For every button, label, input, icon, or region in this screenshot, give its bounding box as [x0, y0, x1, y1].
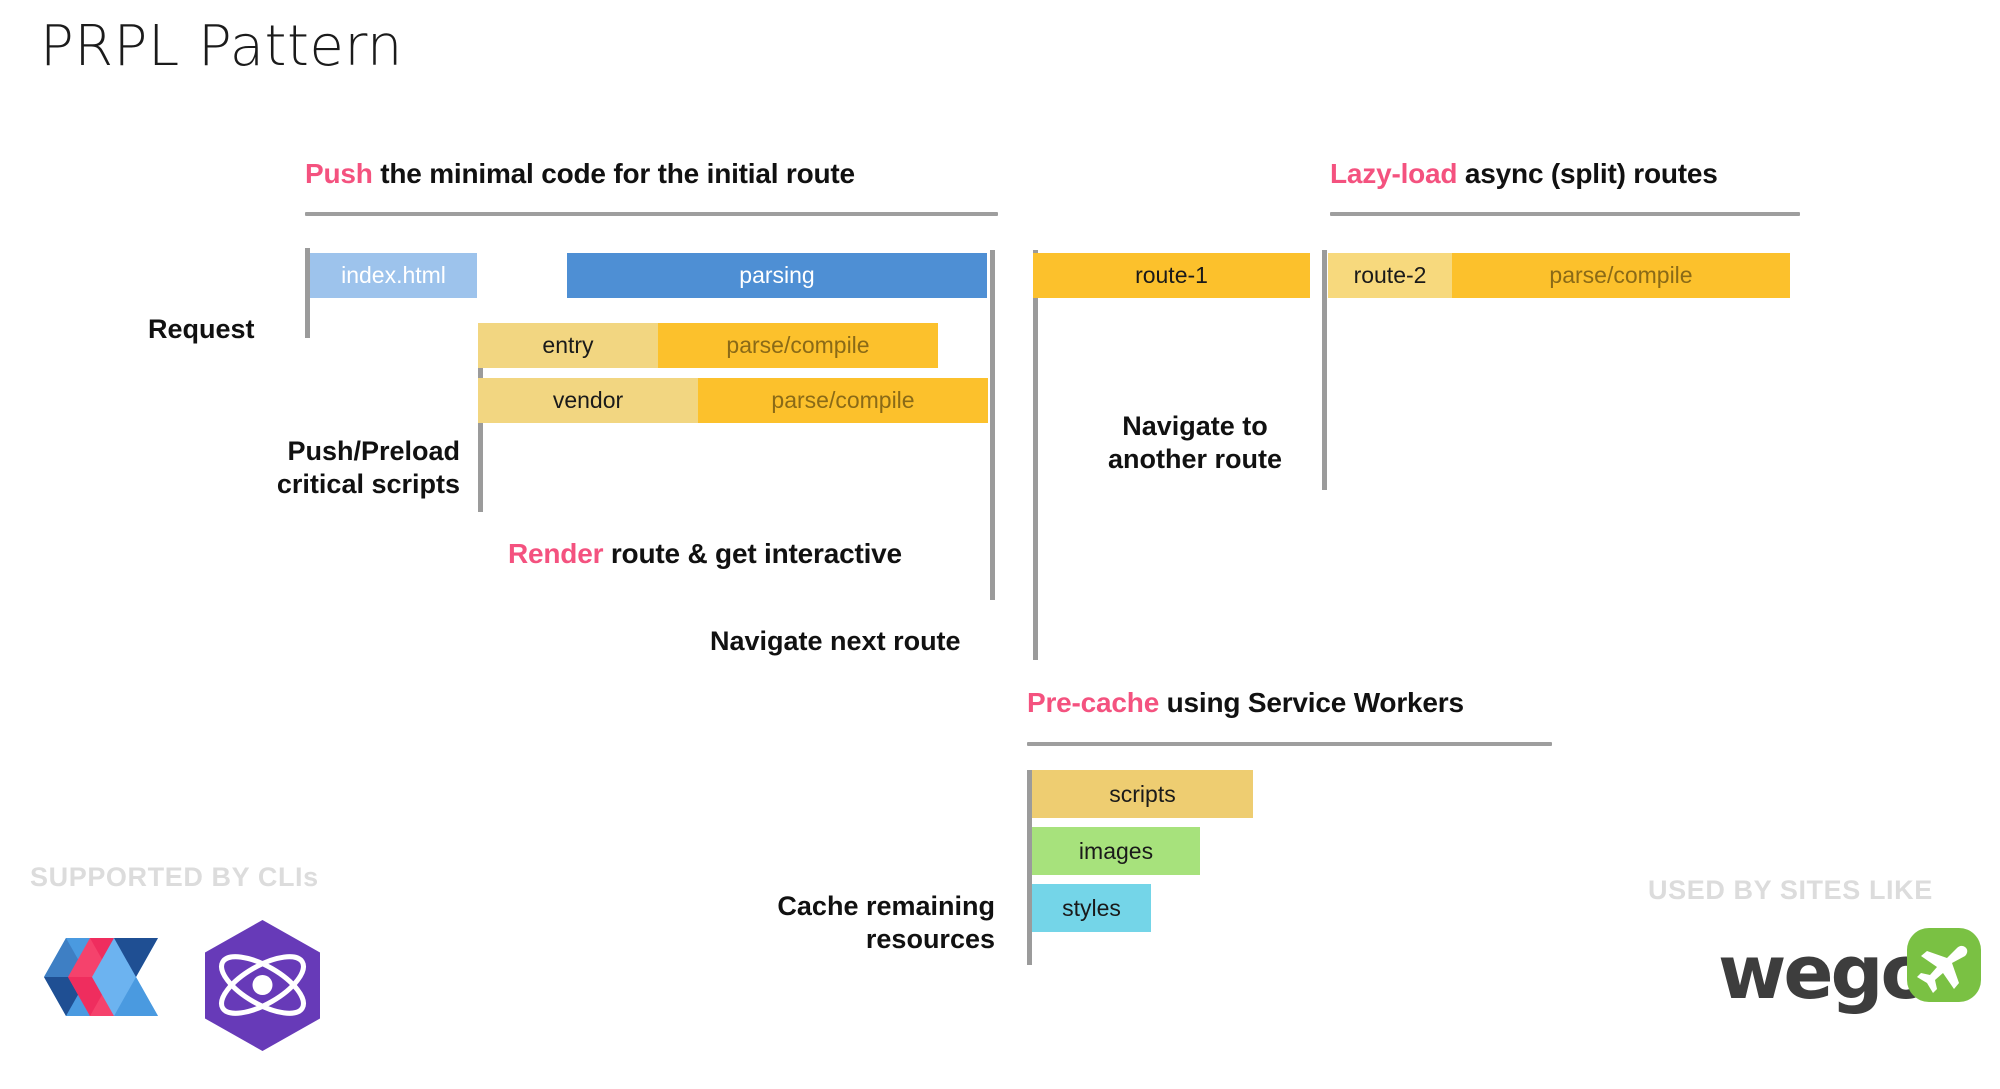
bar-segment-parsing: parsing	[567, 253, 987, 298]
axis-line-cache	[1027, 770, 1032, 965]
bar-segment-styles: styles	[1032, 884, 1151, 932]
polymer-logo-icon	[30, 930, 170, 1040]
credit-used-by-sites-like: USED BY SITES LIKE	[1648, 875, 1933, 905]
bar-scripts[interactable]: scripts	[1032, 770, 1253, 818]
label-cache-remaining-resources: Cache remaining resources	[777, 891, 995, 954]
bar-segment-entry-parse-compile: parse/compile	[658, 323, 938, 368]
section-keyword-precache: Pre-cache	[1027, 687, 1160, 718]
divider-precache	[1027, 742, 1552, 746]
divider-push	[305, 212, 998, 216]
section-keyword-push: Push	[305, 158, 373, 189]
section-keyword-render: Render	[508, 538, 604, 569]
bar-parsing[interactable]: parsing	[567, 253, 987, 298]
section-heading-render: Render route & get interactive	[508, 538, 902, 570]
divider-lazy	[1330, 212, 1800, 216]
section-heading-precache: Pre-cache using Service Workers	[1027, 687, 1464, 719]
section-rest-push: the minimal code for the initial route	[372, 158, 855, 189]
axis-line-navigate-next	[1033, 250, 1038, 660]
bar-segment-vendor: vendor	[478, 378, 698, 423]
section-rest-lazy: async (split) routes	[1457, 158, 1718, 189]
bar-segment-scripts: scripts	[1032, 770, 1253, 818]
axis-line-route2	[1322, 250, 1327, 490]
section-keyword-lazy: Lazy-load	[1330, 158, 1458, 189]
label-push-preload: Push/Preload critical scripts	[276, 436, 460, 499]
bar-styles[interactable]: styles	[1032, 884, 1151, 932]
preact-logo-icon	[200, 918, 325, 1053]
section-heading-push: Push the minimal code for the initial ro…	[305, 158, 855, 190]
bar-segment-route-1: route-1	[1033, 253, 1310, 298]
bar-segment-route-2: route-2	[1328, 253, 1452, 298]
bar-entry[interactable]: entry parse/compile	[478, 323, 938, 368]
bar-index-html[interactable]: index.html	[310, 253, 477, 298]
bar-route-1[interactable]: route-1	[1033, 253, 1310, 298]
bar-route-2[interactable]: route-2 parse/compile	[1328, 253, 1790, 298]
axis-line-request	[305, 248, 310, 338]
wego-wordmark: wego	[1718, 930, 1931, 1016]
label-navigate-next-route: Navigate next route	[710, 626, 961, 656]
section-rest-precache: using Service Workers	[1159, 687, 1464, 718]
axis-line-render	[990, 250, 995, 600]
bar-vendor[interactable]: vendor parse/compile	[478, 378, 988, 423]
bar-images[interactable]: images	[1032, 827, 1200, 875]
bar-segment-vendor-parse-compile: parse/compile	[698, 378, 988, 423]
label-request: Request	[148, 314, 255, 344]
wego-plane-icon	[1905, 926, 1983, 1004]
bar-segment-images: images	[1032, 827, 1200, 875]
section-heading-lazy: Lazy-load async (split) routes	[1330, 158, 1718, 190]
section-rest-render: route & get interactive	[603, 538, 902, 569]
bar-segment-route-2-parse-compile: parse/compile	[1452, 253, 1790, 298]
bar-segment-entry: entry	[478, 323, 658, 368]
page-title: PRPL Pattern	[40, 14, 403, 79]
label-navigate-another-route: Navigate to another route	[1107, 411, 1282, 474]
credit-supported-by-clis: SUPPORTED BY CLIs	[30, 862, 319, 892]
bar-segment-index-html: index.html	[310, 253, 477, 298]
